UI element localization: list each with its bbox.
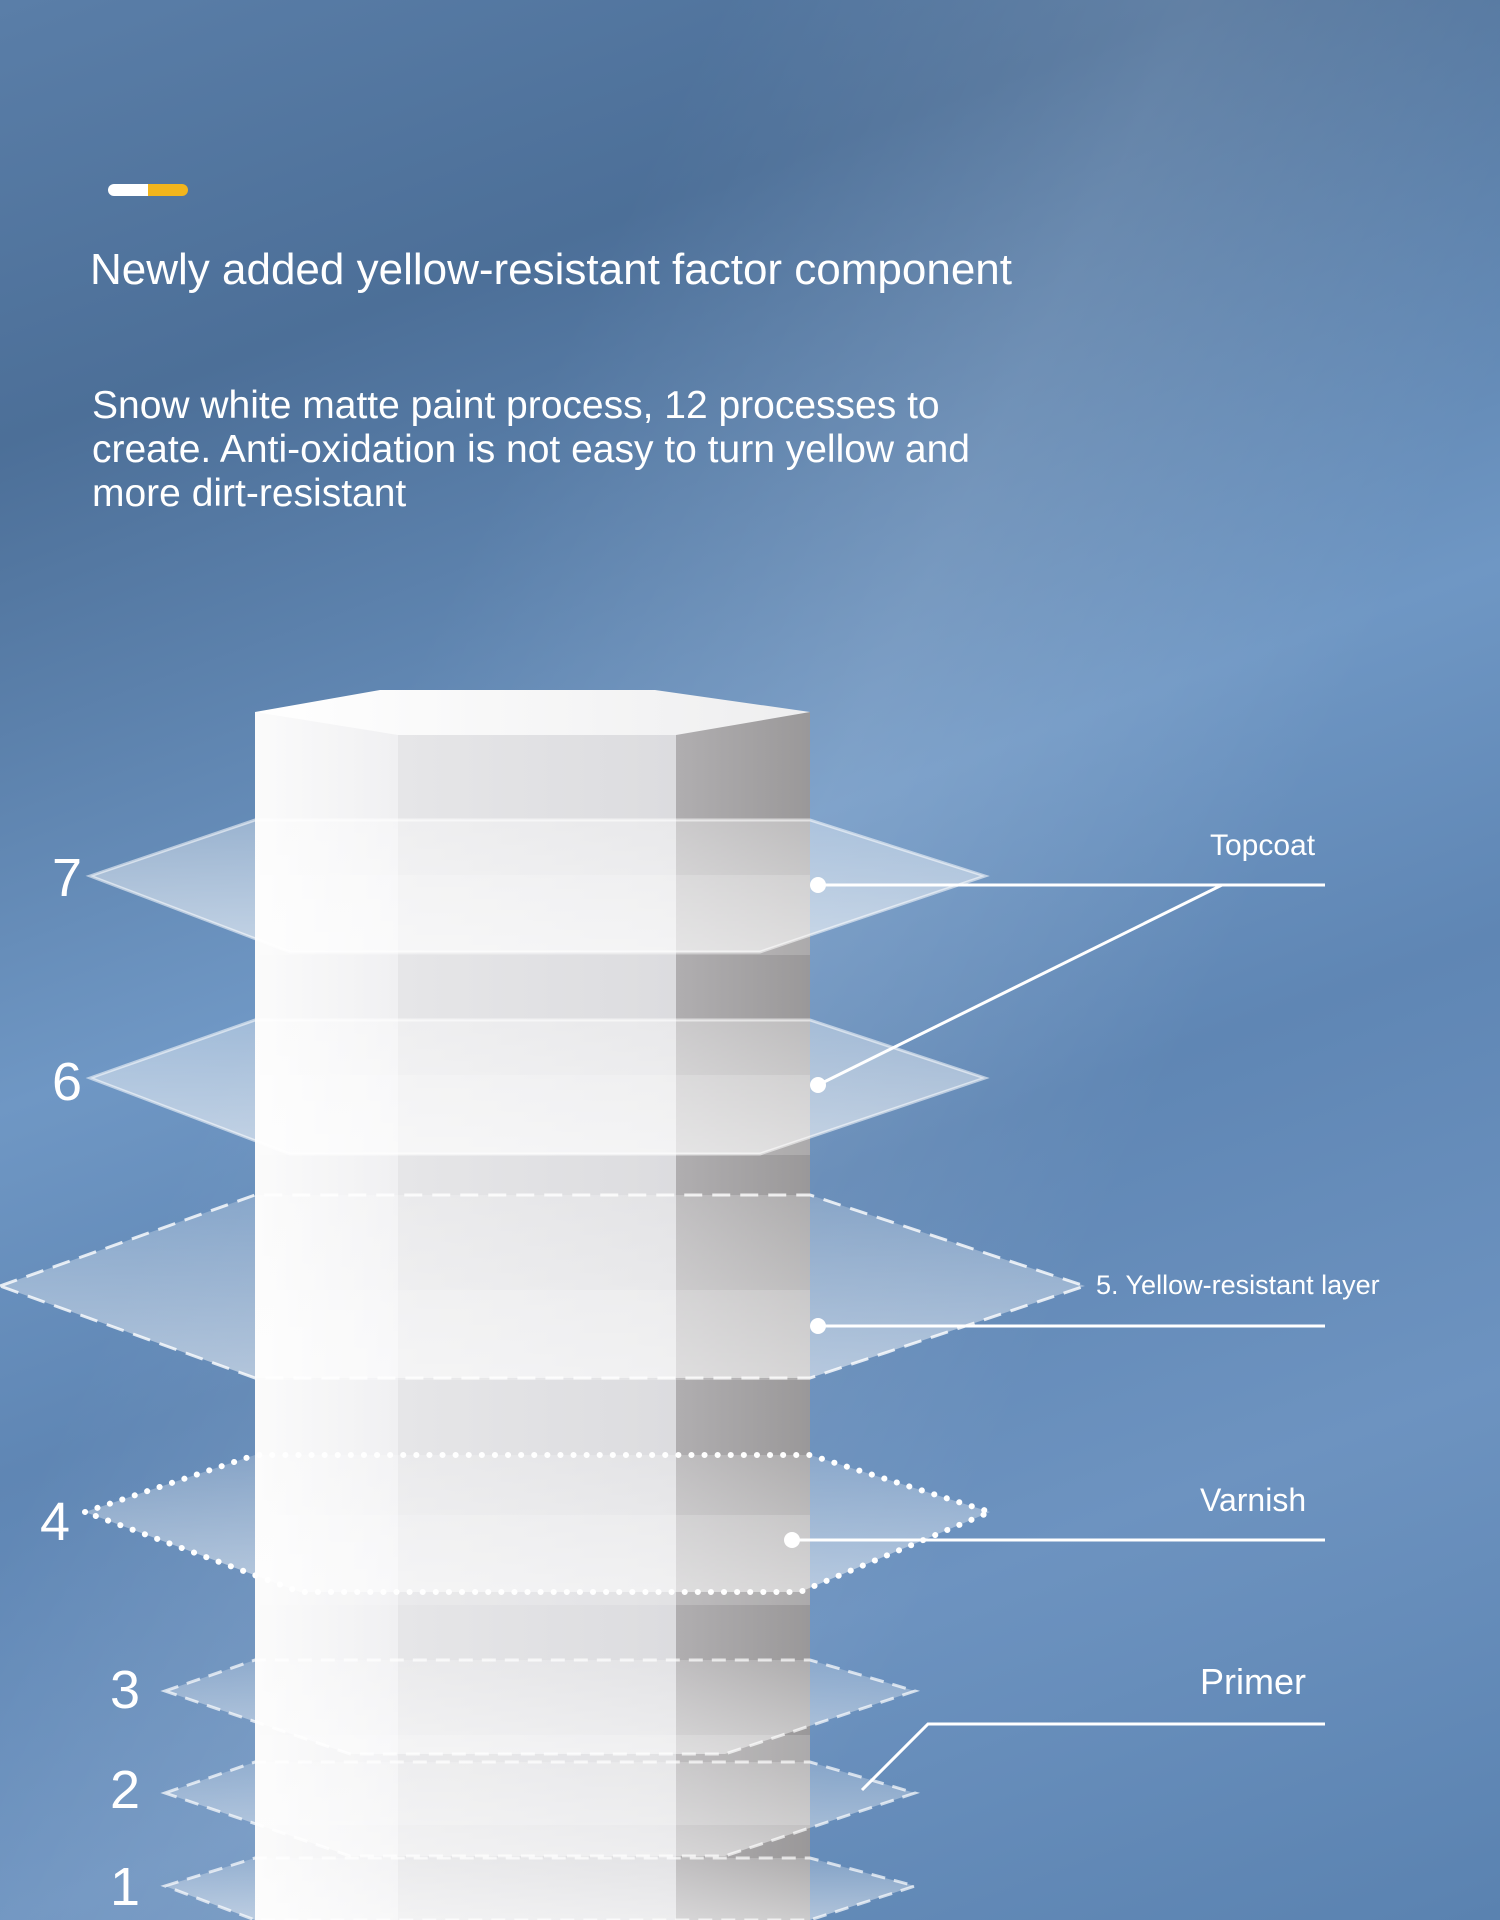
layer-plane-4: [76, 1452, 999, 1595]
layer-number-3: 3: [110, 1660, 140, 1720]
accent-bar-white: [108, 184, 148, 196]
leader-lines: [792, 883, 1325, 1792]
layer-number-2: 2: [110, 1760, 140, 1820]
layer-plane-3: [160, 1658, 921, 1756]
label-primer: Primer: [1200, 1661, 1306, 1702]
label-varnish: Varnish: [1200, 1482, 1306, 1518]
layer-plane-7: [85, 818, 990, 954]
label-topcoat: Topcoat: [1210, 829, 1316, 862]
layer-plane-1: [160, 1856, 921, 1920]
layer-number-4: 4: [40, 1492, 70, 1552]
leader-dots: [784, 877, 826, 1548]
layer-number-7: 7: [52, 848, 82, 908]
layer-plane-5: [0, 1193, 1090, 1380]
accent-bar: [108, 184, 188, 196]
layer-plane-2: [160, 1760, 921, 1858]
description-text: Snow white matte paint process, 12 proce…: [92, 384, 970, 515]
label-yellow-resistant-layer: 5. Yellow-resistant layer: [1096, 1270, 1380, 1300]
page-title: Newly added yellow-resistant factor comp…: [90, 245, 1013, 294]
layer-number-1: 1: [110, 1857, 140, 1917]
layer-number-6: 6: [52, 1052, 82, 1112]
accent-bar-yellow: [148, 184, 188, 196]
layer-plane-6: [85, 1018, 990, 1156]
